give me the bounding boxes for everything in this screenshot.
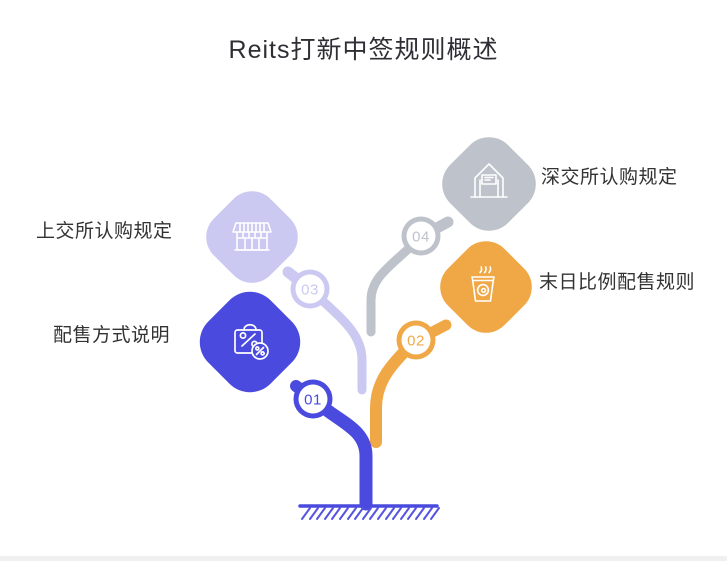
page-title: Reits打新中签规则概述 bbox=[228, 36, 499, 64]
node-label-03: 上交所认购规定 bbox=[36, 221, 173, 242]
bag-percent-icon bbox=[234, 323, 269, 360]
node-label-02: 末日比例配售规则 bbox=[539, 272, 696, 293]
leaf-02 bbox=[440, 241, 532, 333]
badge-number-03: 03 bbox=[301, 282, 319, 299]
node-label-04: 深交所认购规定 bbox=[541, 167, 678, 188]
badge-number-04: 04 bbox=[412, 229, 430, 246]
badge-03: 03 bbox=[290, 269, 330, 309]
badge-01: 01 bbox=[293, 379, 333, 419]
footer-strip bbox=[0, 556, 727, 561]
ground-hatching bbox=[301, 507, 440, 520]
node-label-01: 配售方式说明 bbox=[53, 325, 171, 346]
leaf-03 bbox=[206, 191, 298, 283]
drink-cup-icon bbox=[471, 266, 495, 302]
badge-02: 02 bbox=[396, 320, 436, 360]
badge-04: 04 bbox=[401, 216, 441, 256]
badge-number-02: 02 bbox=[407, 333, 425, 350]
storefront-icon bbox=[232, 222, 272, 251]
badge-number-01: 01 bbox=[304, 392, 322, 409]
leaf-01 bbox=[199, 291, 301, 393]
bank-building-icon bbox=[470, 163, 508, 198]
